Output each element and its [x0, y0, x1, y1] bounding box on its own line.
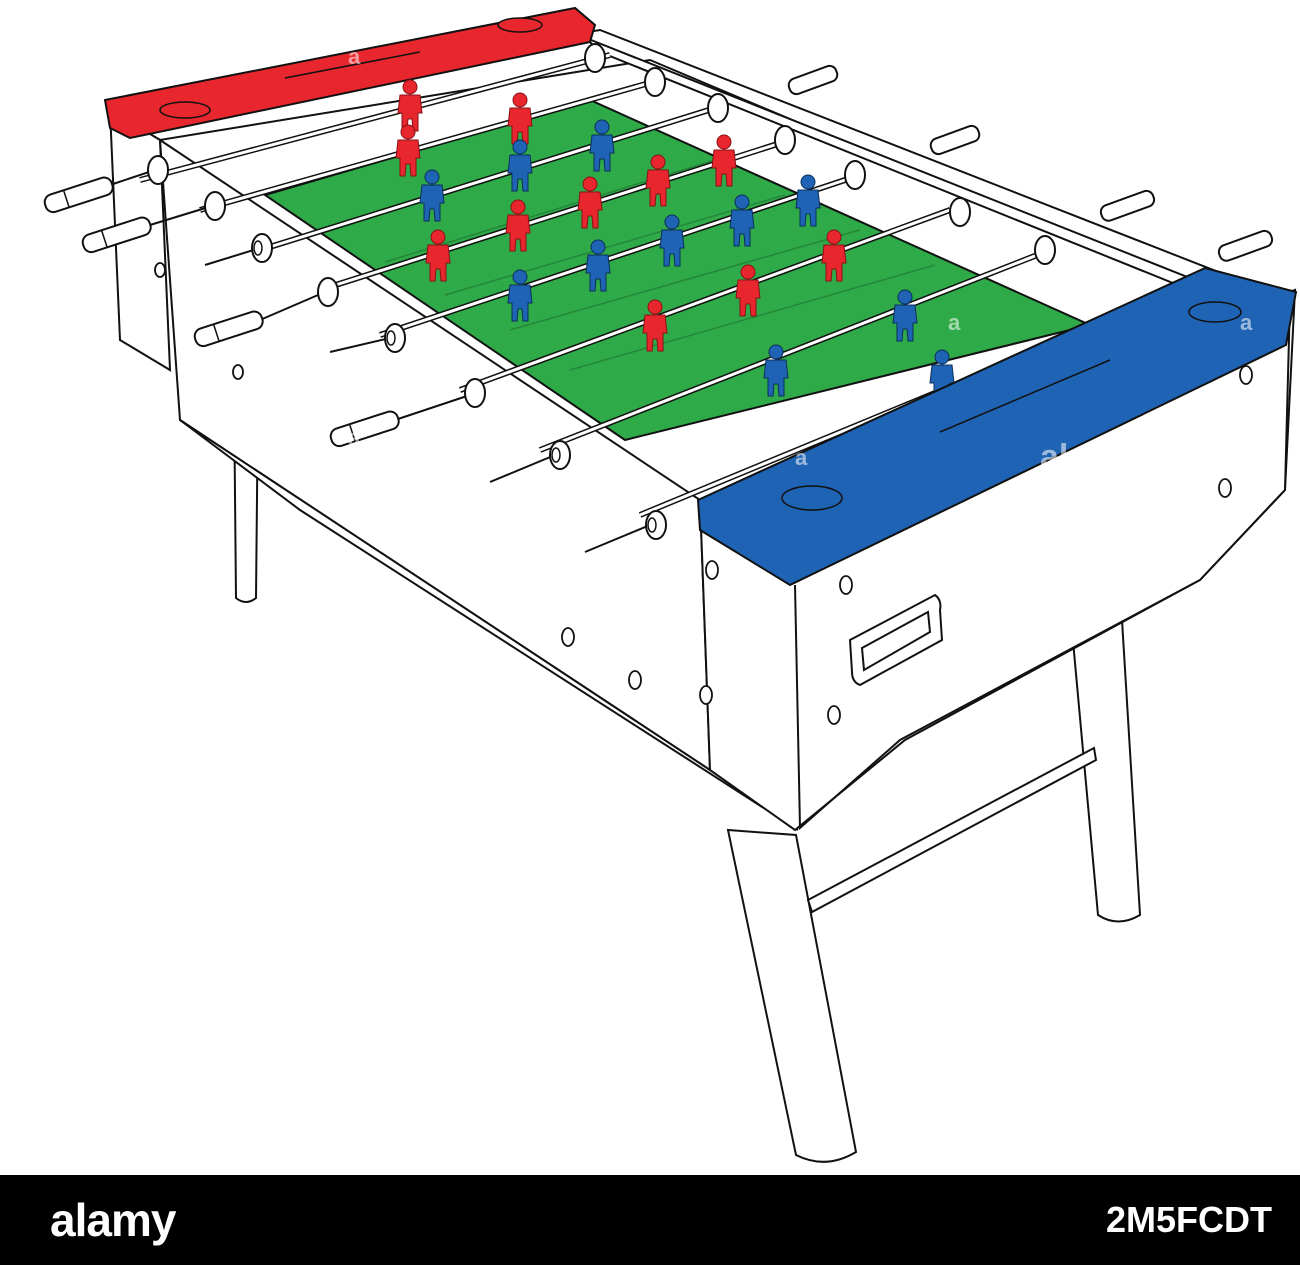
rivet-holes [154, 262, 1253, 725]
carry-handle [848, 593, 944, 687]
watermark-overlay: a a a a a alamy [348, 44, 1253, 476]
image-id: 2M5FCDT [1105, 1199, 1272, 1240]
svg-text:alamy: alamy [1040, 438, 1136, 476]
svg-text:a: a [348, 425, 361, 450]
alamy-brand-text: alamy [50, 1194, 176, 1246]
near-side-handles [41, 155, 667, 553]
svg-text:a: a [348, 44, 361, 69]
table-body [107, 28, 1297, 832]
blue-goal-end [696, 266, 1298, 587]
stock-watermark-bar: alamy 2M5FCDT [0, 1175, 1300, 1265]
table-leg-back-right [1070, 618, 1142, 923]
foosball-table-illustration: a a a a a alamy [41, 6, 1298, 1163]
svg-text:a: a [948, 310, 961, 335]
red-goal-end [103, 6, 597, 140]
svg-text:a: a [795, 445, 808, 470]
far-side-handles [584, 43, 1274, 265]
alamy-logo: alamy [50, 1193, 176, 1247]
player-rods [139, 52, 1162, 518]
svg-text:a: a [1240, 310, 1253, 335]
table-leg-front [726, 828, 858, 1163]
